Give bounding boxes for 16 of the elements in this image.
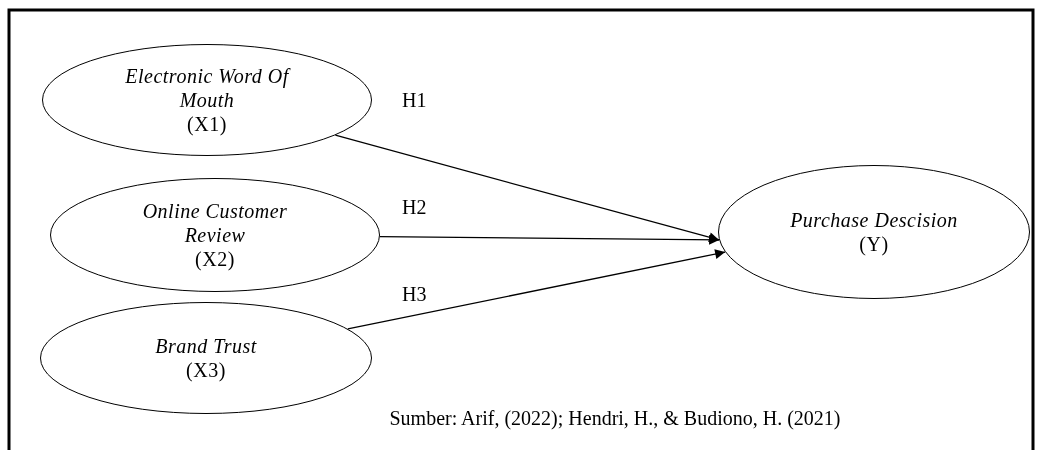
ellipse-node bbox=[42, 44, 372, 156]
source-caption: Sumber: Arif, (2022); Hendri, H., & Budiono, H. (2021) bbox=[388, 406, 842, 430]
variable-code: (X1) bbox=[187, 112, 227, 136]
arrow bbox=[334, 134, 720, 243]
ellipse-node bbox=[40, 302, 372, 414]
variable-name: Purchase Descision bbox=[790, 208, 958, 232]
variable-name: Online Customer Review bbox=[141, 199, 289, 247]
variable-name: Electronic Word Of Mouth bbox=[124, 64, 292, 112]
variable-name: Brand Trust bbox=[155, 334, 257, 358]
ellipse-node bbox=[50, 178, 380, 292]
variable-code: (X3) bbox=[186, 358, 226, 382]
arrow bbox=[379, 234, 720, 245]
arrow bbox=[347, 249, 726, 330]
variable-code: (Y) bbox=[859, 232, 889, 256]
ellipse-node bbox=[718, 165, 1030, 299]
variable-code: (X2) bbox=[195, 247, 235, 271]
